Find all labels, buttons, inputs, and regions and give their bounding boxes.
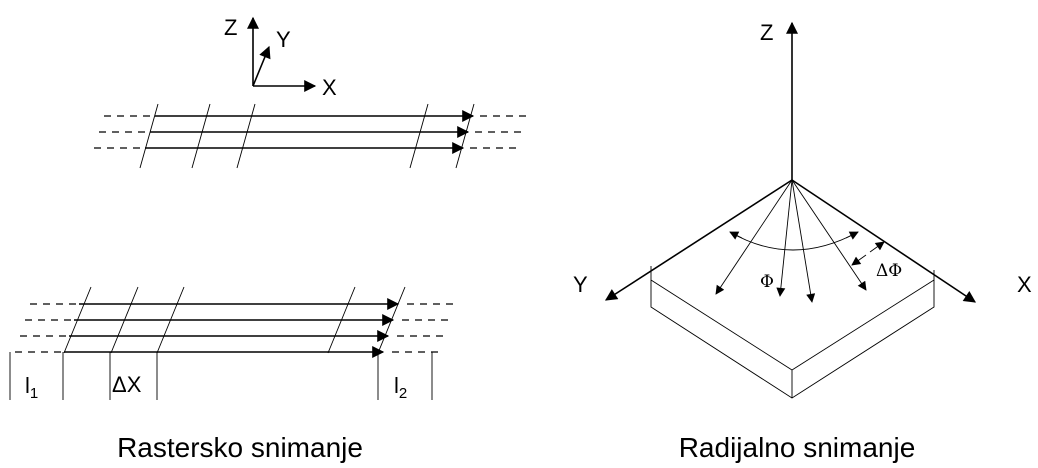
- phi-arrowhead-right: [845, 231, 859, 240]
- radial-x-label: X: [1017, 272, 1032, 297]
- block-outline: [650, 266, 935, 399]
- scan-step-mark: [409, 103, 429, 169]
- l2-label: l2: [394, 373, 407, 402]
- phi-arc: [729, 231, 859, 251]
- radial-scan-rays: [715, 179, 867, 303]
- scan-step-mark: [110, 286, 139, 354]
- raster-scanning-panel: Z Y X: [9, 15, 528, 463]
- raster-scan-lines-perspective: [94, 103, 528, 169]
- scan-step-mark: [156, 286, 185, 354]
- radial-y-axis: [604, 179, 793, 301]
- delta-x-label: ΔX: [112, 372, 142, 397]
- scan-start-edge: [63, 286, 92, 354]
- raster-caption: Rastersko snimanje: [117, 432, 363, 463]
- scan-ray: [715, 179, 793, 295]
- raster-x-label: X: [322, 75, 337, 100]
- delta-phi-indicator: ΔΦ: [851, 241, 902, 281]
- delta-phi-arrow-right: [869, 241, 885, 253]
- scan-ray: [791, 179, 867, 291]
- l1-label: l1: [25, 373, 38, 402]
- raster-coordinate-axes: Z Y X: [224, 15, 337, 100]
- radial-y-label: Y: [573, 272, 588, 297]
- scan-ray: [791, 179, 816, 303]
- radial-z-label: Z: [760, 20, 773, 45]
- radial-scanning-panel: Z Y X Φ ΔΦ Radijalno snimanje: [573, 20, 1032, 463]
- scan-step-mark: [191, 103, 211, 169]
- raster-y-axis: [252, 45, 271, 87]
- phi-label: Φ: [760, 272, 774, 292]
- block-edge: [791, 279, 935, 371]
- phi-angle-indicator: Φ: [729, 231, 859, 292]
- raster-z-label: Z: [224, 15, 237, 40]
- scan-end-edge: [377, 286, 406, 354]
- block-edge: [650, 279, 793, 371]
- delta-phi-label: ΔΦ: [876, 261, 902, 281]
- scan-end-edge: [455, 103, 475, 169]
- scan-start-edge: [139, 103, 159, 169]
- scan-ray: [776, 179, 793, 297]
- scan-step-mark: [236, 103, 256, 169]
- delta-phi-arrow-left: [851, 254, 867, 266]
- radial-x-axis: [791, 179, 976, 303]
- phi-arrowhead-left: [729, 231, 743, 240]
- raster-scan-lines-dimensioned: l1 ΔX l2: [9, 286, 456, 402]
- sample-block: [650, 266, 935, 399]
- raster-y-label: Y: [276, 27, 291, 52]
- radial-coordinate-axes: Z Y X: [573, 20, 1032, 303]
- radial-caption: Radijalno snimanje: [679, 432, 916, 463]
- scan-step-mark: [327, 286, 356, 354]
